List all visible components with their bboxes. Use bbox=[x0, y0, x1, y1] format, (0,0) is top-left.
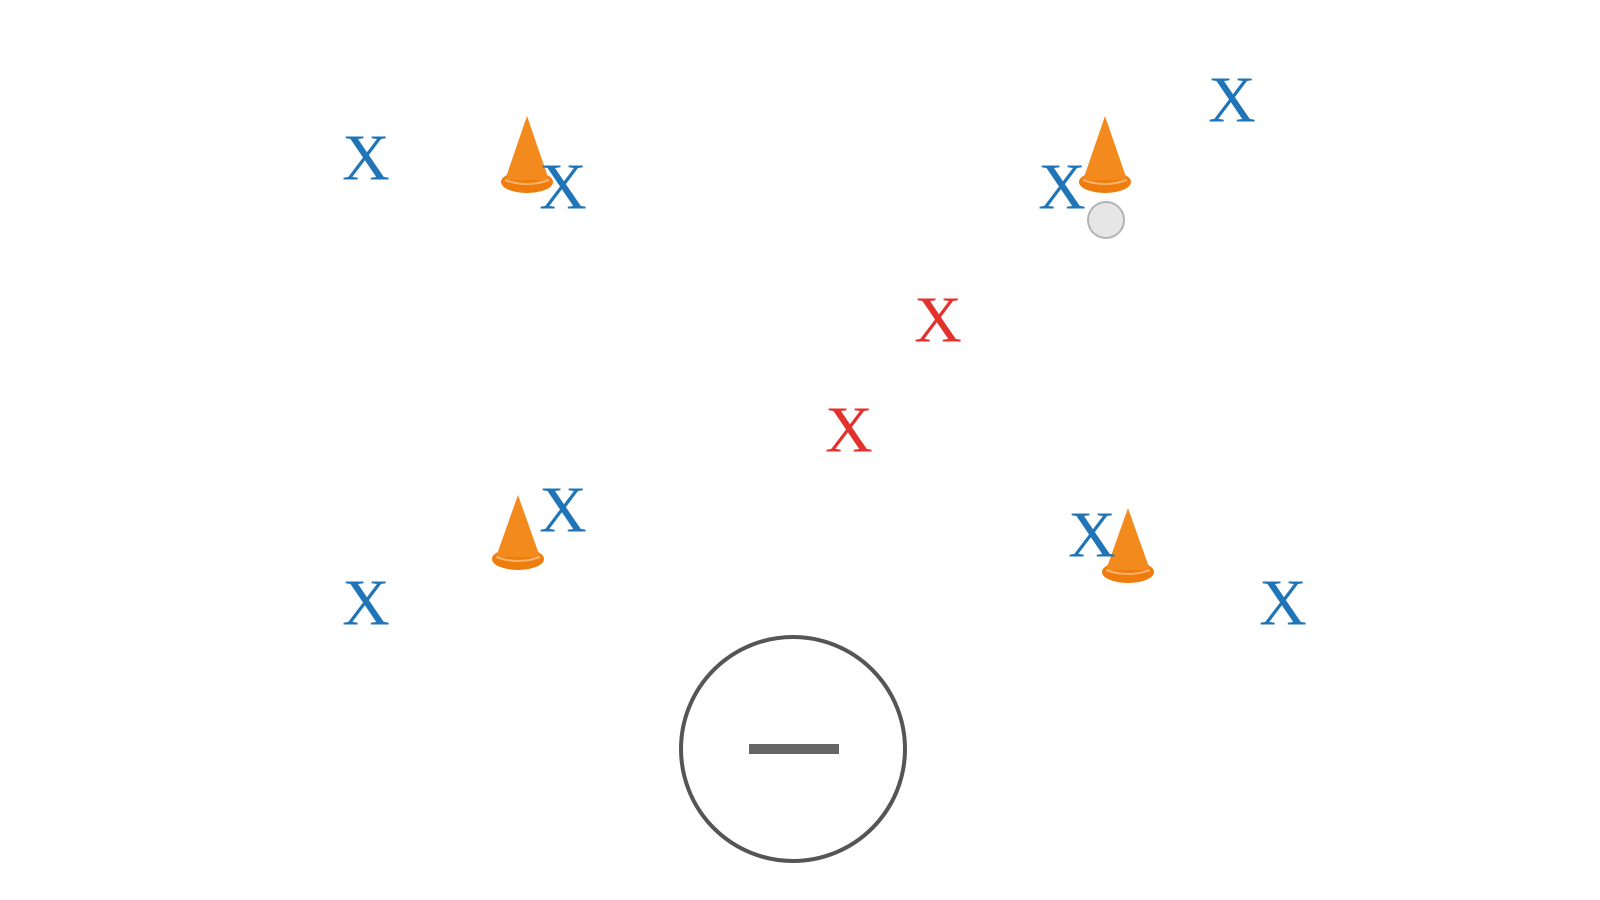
blue-x-player: X bbox=[1208, 64, 1256, 137]
cone-top-left bbox=[501, 116, 553, 193]
blue-x-player: X bbox=[342, 567, 390, 640]
zoom-out-button[interactable] bbox=[679, 635, 907, 863]
red-x-player: X bbox=[825, 394, 873, 467]
blue-x-player: X bbox=[1068, 499, 1116, 572]
red-x-player: X bbox=[914, 284, 962, 357]
cone-top-right bbox=[1079, 116, 1131, 193]
minus-icon bbox=[749, 744, 839, 754]
cone-bottom-left bbox=[492, 495, 544, 570]
ball-icon bbox=[1087, 201, 1125, 239]
cone-bottom-right bbox=[1102, 508, 1154, 583]
blue-x-player: X bbox=[539, 474, 587, 547]
blue-x-player: X bbox=[1259, 567, 1307, 640]
blue-x-player: X bbox=[539, 151, 587, 224]
blue-x-player: X bbox=[1038, 151, 1086, 224]
blue-x-player: X bbox=[342, 122, 390, 195]
